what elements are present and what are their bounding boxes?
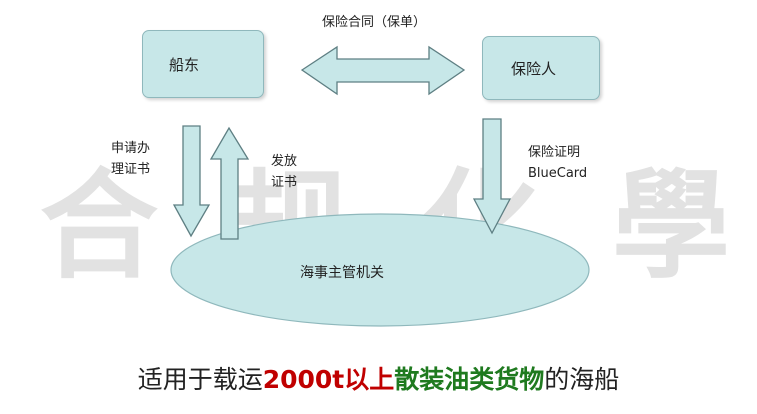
caption-suffix: 的海船 [544, 365, 620, 394]
caption-highlight-red: 2000t以上 [262, 365, 395, 394]
caption: 适用于载运2000t以上散装油类货物的海船 [0, 360, 757, 396]
maritime-authority-label: 海事主管机关 [300, 265, 384, 281]
apply-label: 申请办 理证书 [111, 138, 150, 180]
ship-owner-node: 船东 [142, 30, 264, 98]
certificate-label-line-1: 保险证明 [528, 145, 581, 160]
issue-label: 发放 证书 [271, 151, 297, 193]
issue-arrow [209, 126, 250, 240]
certificate-label-line-2: BlueCard [528, 166, 588, 181]
certificate-arrow [472, 118, 512, 235]
ship-owner-label: 船东 [169, 55, 200, 74]
apply-label-line-2: 理证书 [111, 162, 151, 177]
caption-prefix: 适用于载运 [137, 365, 263, 394]
maritime-authority-node [170, 213, 590, 327]
apply-arrow [172, 125, 211, 238]
apply-label-line-1: 申请办 [111, 141, 151, 156]
issue-label-line-2: 证书 [271, 175, 298, 190]
insurer-label: 保险人 [511, 59, 557, 78]
certificate-label: 保险证明 BlueCard [528, 142, 587, 184]
caption-highlight-green: 散装油类货物 [394, 365, 545, 394]
contract-arrow [300, 45, 466, 96]
issue-label-line-1: 发放 [271, 154, 298, 169]
insurer-node: 保险人 [482, 36, 600, 100]
contract-label: 保险合同（保单） [322, 15, 427, 30]
